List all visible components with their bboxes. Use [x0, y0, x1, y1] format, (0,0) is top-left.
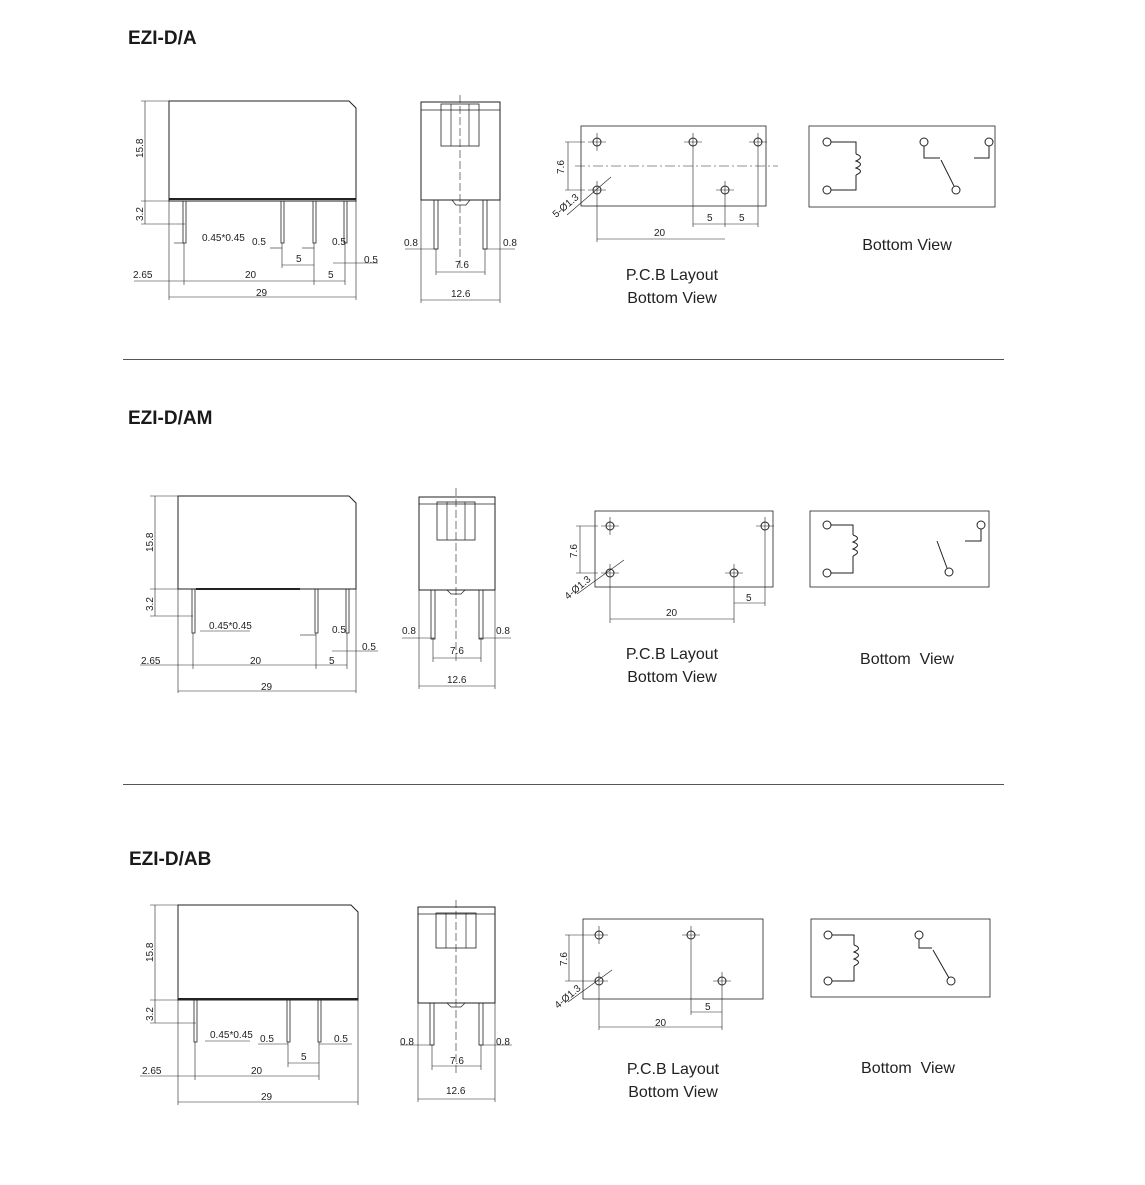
end-width-label: 12.6	[446, 1086, 466, 1097]
pcb-caption-line1: P.C.B Layout	[625, 267, 719, 284]
pin-size-label: 0.45*0.45	[202, 233, 245, 244]
drawings-ezi-d-a: 15.8 3.2 0.45*0.45 0.5 0.5 0.5 5 5 2.65 …	[133, 95, 996, 303]
offset-label: 2.65	[141, 656, 161, 667]
end-left-pin-label: 0.8	[404, 238, 418, 249]
end-pin-span-label: 7.6	[455, 260, 469, 271]
pcb-caption: P.C.B Layout Bottom View	[602, 643, 742, 689]
section-title: EZI-D/AB	[129, 849, 212, 870]
bottom-view-caption: Bottom View	[861, 1060, 955, 1077]
end-right-pin-label: 0.8	[496, 626, 510, 637]
offset-label: 2.65	[133, 270, 153, 281]
pitch-b-label: 5	[328, 270, 334, 281]
drawings-ezi-d-am: 15.8 3.2 0.45*0.45 0.5 0.5 5 2.65 20 29 …	[140, 488, 990, 693]
end-left-pin-label: 0.8	[402, 626, 416, 637]
gap1-label: 0.5	[252, 237, 266, 248]
end-pin-span-label: 7.6	[450, 1056, 464, 1067]
end-view	[405, 95, 515, 303]
side-view	[134, 100, 378, 300]
section-title: EZI-D/AM	[128, 408, 213, 429]
pcb-pitch-a-label: 5	[707, 213, 713, 224]
pcb-holes-label: 4-Ø1.3	[553, 983, 584, 1011]
section-ezi-d-a: EZI-D/A	[0, 0, 1145, 360]
bottom-view-schematic	[810, 918, 991, 998]
side-pinlen-label: 3.2	[135, 207, 146, 221]
pcb-caption-line2: Bottom View	[627, 290, 717, 307]
drawings-ezi-d-ab: 15.8 3.2 0.45*0.45 0.5 0.5 5 2.65 20 29 …	[140, 900, 991, 1105]
length-label: 29	[261, 1092, 273, 1103]
pcb-span-label: 20	[666, 608, 678, 619]
section-divider	[123, 784, 1004, 785]
pcb-layout	[565, 125, 778, 242]
section-divider	[123, 359, 1004, 360]
pcb-layout	[565, 918, 764, 1030]
offset-label: 2.65	[142, 1066, 162, 1077]
pcb-height-label: 7.6	[569, 544, 580, 558]
gap2-label: 0.5	[334, 1034, 348, 1045]
length-label: 29	[261, 682, 273, 693]
pcb-span-label: 20	[655, 1018, 667, 1029]
span-label: 20	[250, 656, 262, 667]
end-width-label: 12.6	[447, 675, 467, 686]
pcb-height-label: 7.6	[556, 160, 567, 174]
bottom-view-schematic	[808, 125, 996, 208]
side-height-label: 15.8	[135, 138, 146, 158]
pcb-pitch-a-label: 5	[705, 1002, 711, 1013]
pcb-caption-line1: P.C.B Layout	[625, 646, 719, 663]
end-width-label: 12.6	[451, 289, 471, 300]
pcb-layout	[576, 510, 774, 623]
span-label: 20	[245, 270, 257, 281]
pitch-a-label: 5	[296, 254, 302, 265]
side-height-label: 15.8	[145, 942, 156, 962]
gap3-label: 0.5	[364, 255, 378, 266]
pcb-height-label: 7.6	[559, 952, 570, 966]
length-label: 29	[256, 288, 268, 299]
span-label: 20	[251, 1066, 263, 1077]
pcb-caption: P.C.B Layout Bottom View	[602, 264, 742, 310]
end-right-pin-label: 0.8	[503, 238, 517, 249]
end-right-pin-label: 0.8	[496, 1037, 510, 1048]
bottom-view-caption: Bottom View	[860, 651, 954, 668]
pcb-pitch-b-label: 5	[739, 213, 745, 224]
pcb-caption-line2: Bottom View	[627, 669, 717, 686]
side-pinlen-label: 3.2	[145, 597, 156, 611]
pitch-a-label: 5	[301, 1052, 307, 1063]
end-view	[402, 488, 511, 689]
gap2-label: 0.5	[332, 237, 346, 248]
pitch-a-label: 5	[329, 656, 335, 667]
end-view	[400, 900, 512, 1102]
pcb-caption-line2: Bottom View	[628, 1084, 718, 1101]
gap1-label: 0.5	[260, 1034, 274, 1045]
pcb-caption-line1: P.C.B Layout	[626, 1061, 720, 1078]
pin-size-label: 0.45*0.45	[210, 1030, 253, 1041]
side-view	[140, 495, 378, 693]
pin-size-label: 0.45*0.45	[209, 621, 252, 632]
pcb-span-label: 20	[654, 228, 666, 239]
side-height-label: 15.8	[145, 532, 156, 552]
end-left-pin-label: 0.8	[400, 1037, 414, 1048]
pcb-holes-label: 4-Ø1.3	[563, 574, 594, 602]
bottom-view-caption: Bottom View	[862, 237, 952, 254]
pcb-caption: P.C.B Layout Bottom View	[603, 1058, 743, 1104]
section-title: EZI-D/A	[128, 28, 197, 49]
bottom-view-schematic	[809, 510, 990, 588]
side-view	[140, 904, 359, 1105]
gap2-label: 0.5	[362, 642, 376, 653]
end-pin-span-label: 7.6	[450, 646, 464, 657]
section-ezi-d-ab: EZI-D/AB	[0, 820, 1145, 1185]
pcb-pitch-a-label: 5	[746, 593, 752, 604]
section-ezi-d-am: EZI-D/AM	[0, 380, 1145, 780]
side-pinlen-label: 3.2	[145, 1007, 156, 1021]
gap1-label: 0.5	[332, 625, 346, 636]
